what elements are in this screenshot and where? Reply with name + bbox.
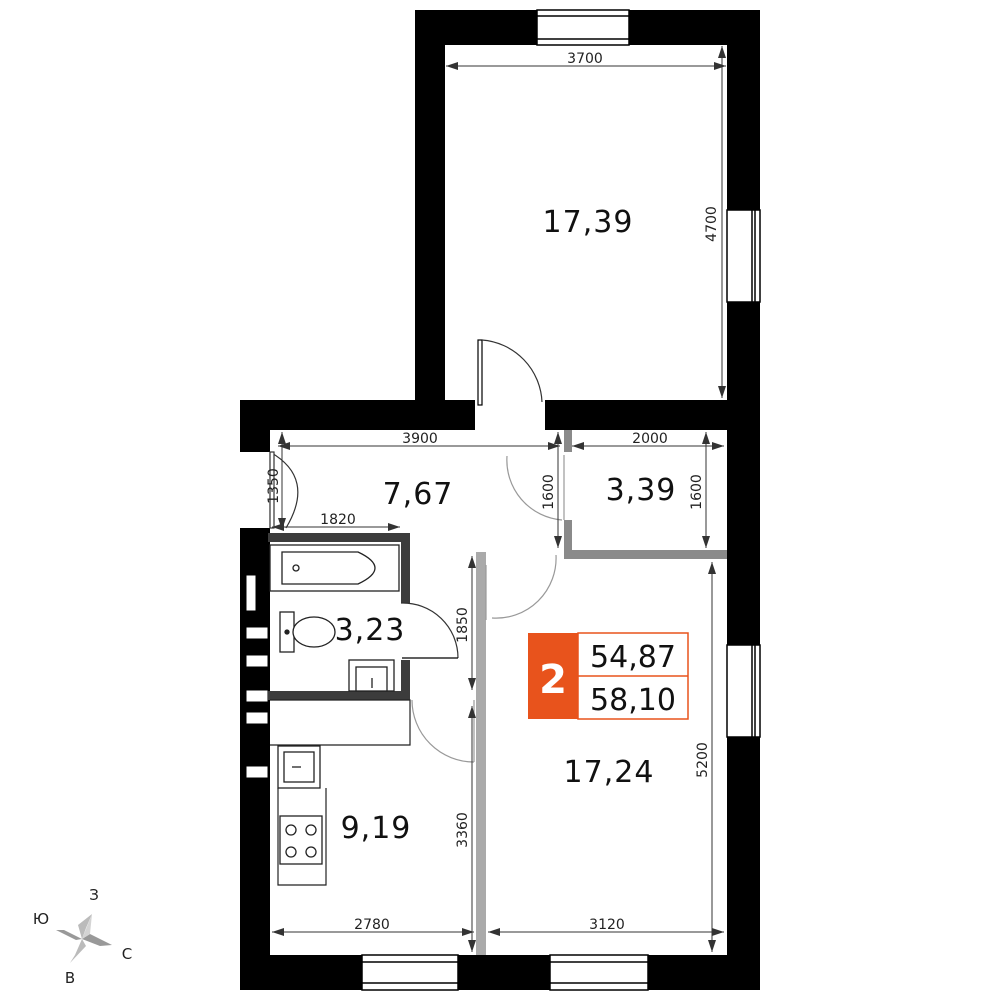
dim-living-width: 3120 — [589, 917, 625, 933]
dim-hall-width: 3900 — [402, 431, 438, 447]
bathroom-door — [400, 602, 459, 659]
total-area: 58,10 — [590, 683, 676, 718]
dim-bathroom-depth: 1850 — [455, 607, 471, 643]
living-room-door — [485, 554, 557, 620]
window-bedroom-right — [726, 209, 761, 303]
room-area-storage: 3,39 — [606, 473, 677, 508]
dimension-lines — [272, 46, 726, 952]
dim-kitchen-depth: 3360 — [455, 812, 471, 848]
compass-star-icon — [56, 914, 112, 963]
entrance-door — [269, 451, 299, 529]
interior-partitions — [268, 430, 727, 955]
room-area-hall: 7,67 — [383, 477, 454, 512]
kitchen-door — [411, 699, 475, 763]
toilet — [279, 611, 336, 653]
dim-bedroom-depth: 4700 — [704, 206, 720, 242]
dim-kitchen-width: 2780 — [354, 917, 390, 933]
storage-door — [506, 455, 565, 521]
window-kitchen-bottom — [361, 954, 459, 991]
bathtub — [269, 544, 400, 592]
kitchen-sink — [277, 745, 321, 789]
dim-living-depth: 5200 — [695, 742, 711, 778]
kitchen-counter — [277, 788, 327, 886]
bedroom-door — [477, 339, 543, 406]
window-living-right — [726, 644, 761, 738]
dim-bedroom-width: 3700 — [567, 51, 603, 67]
room-area-bathroom: 3,23 — [335, 613, 406, 648]
dim-entrance-depth: 1350 — [266, 468, 282, 504]
windows — [361, 9, 761, 991]
compass: З Ю С В — [33, 886, 132, 987]
bathroom-sink — [348, 659, 395, 692]
room-area-bedroom: 17,39 — [543, 205, 634, 240]
rooms-count-badge — [528, 633, 578, 719]
window-living-bottom — [549, 954, 649, 991]
dim-hall-depth: 1600 — [541, 474, 557, 510]
dim-bathroom-width: 1820 — [320, 512, 356, 528]
dimension-arrows — [272, 46, 726, 952]
exterior-walls — [240, 10, 760, 990]
room-area-living-room: 17,24 — [564, 755, 655, 790]
living-area: 54,87 — [590, 640, 676, 675]
compass-west-label: Ю — [33, 910, 49, 928]
window-bedroom-top — [536, 9, 630, 46]
compass-north-label: З — [89, 886, 99, 904]
stove — [279, 815, 323, 865]
dim-storage-width: 2000 — [632, 431, 668, 447]
compass-east-label: С — [122, 945, 132, 963]
room-area-kitchen: 9,19 — [341, 811, 412, 846]
compass-south-label: В — [65, 969, 75, 987]
ventilation-vents — [245, 574, 269, 779]
rooms-count: 2 — [539, 657, 567, 703]
dim-storage-depth: 1600 — [689, 474, 705, 510]
doors — [269, 339, 565, 763]
apartment-badge: 2 54,87 58,10 — [528, 632, 689, 720]
